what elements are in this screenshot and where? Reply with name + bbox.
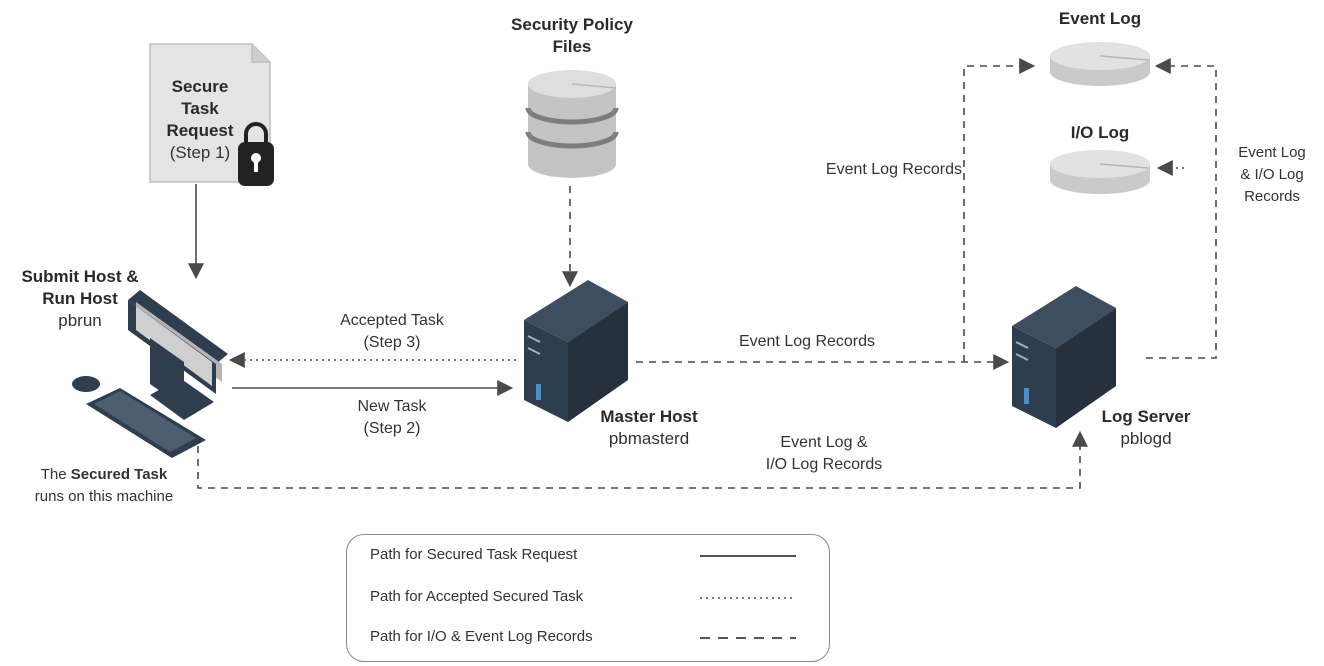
- policy-files-title1: Security Policy: [511, 15, 633, 34]
- request-label: Secure Task Request (Step 1): [150, 76, 250, 164]
- request-line1: Secure: [171, 77, 229, 96]
- submit-to-log-line1: Event Log &: [780, 434, 868, 451]
- log-to-io-log-line2: & I/O Log: [1240, 166, 1304, 183]
- event-log-disk-icon: [1050, 42, 1150, 86]
- new-task-label: New Task (Step 2): [312, 396, 472, 440]
- legend-item-solid: Path for Secured Task Request: [370, 546, 578, 563]
- secured-task-note: The Secured Task runs on this machine: [4, 464, 204, 508]
- request-line3: Request: [166, 121, 234, 140]
- request-line2: Task: [181, 99, 219, 118]
- secured-task-note-bold: Secured Task: [70, 466, 168, 483]
- submit-to-log-line2: I/O Log Records: [765, 456, 883, 473]
- policy-files-label: Security Policy Files: [482, 14, 662, 58]
- log-server-icon: [1012, 286, 1116, 428]
- io-log-title: I/O Log: [1070, 123, 1130, 142]
- submit-to-log-line: [197, 430, 1088, 489]
- accepted-task-line1: Accepted Task: [340, 312, 444, 329]
- master-server-icon: [524, 280, 628, 422]
- request-step: (Step 1): [169, 143, 231, 162]
- master-host-subtitle: pbmasterd: [608, 429, 690, 448]
- master-host-label: Master Host pbmasterd: [584, 406, 714, 450]
- policy-files-title2: Files: [552, 37, 592, 56]
- log-server-subtitle: pblogd: [1120, 429, 1172, 448]
- legend-item-dashed: Path for I/O & Event Log Records: [370, 628, 593, 645]
- master-host-title: Master Host: [600, 407, 698, 426]
- log-to-io-log-line1: Event Log: [1238, 144, 1306, 161]
- log-to-event-log-label: Event Log Records: [825, 161, 962, 178]
- log-server-label: Log Server pblogd: [1086, 406, 1206, 450]
- submit-host-label: Submit Host & Run Host pbrun: [0, 266, 160, 332]
- submit-host-title2: Run Host: [42, 289, 118, 308]
- log-to-event-log-line: [963, 58, 1036, 362]
- io-log-disk-icon: [1050, 150, 1150, 194]
- accepted-task-line2: (Step 3): [363, 334, 421, 351]
- legend: [346, 534, 830, 662]
- new-task-line2: (Step 2): [363, 420, 421, 437]
- log-server-title: Log Server: [1101, 407, 1191, 426]
- workstation-icon: [72, 290, 228, 458]
- log-server-right-line: [1146, 58, 1217, 359]
- new-task-line1: New Task: [357, 398, 427, 415]
- legend-item-dotted: Path for Accepted Secured Task: [370, 588, 584, 605]
- submit-host-title1: Submit Host &: [21, 267, 139, 286]
- secured-task-note-line1: The Secured Task: [4, 464, 204, 486]
- submit-host-subtitle: pbrun: [58, 311, 102, 330]
- submit-to-log-label: Event Log & I/O Log Records: [724, 432, 924, 476]
- master-to-log-label: Event Log Records: [738, 333, 876, 350]
- lock-icon: [238, 122, 274, 186]
- accepted-task-label: Accepted Task (Step 3): [312, 310, 472, 354]
- secured-task-note-line2: runs on this machine: [34, 488, 174, 505]
- log-to-io-log-label: Event Log & I/O Log Records: [1222, 142, 1322, 208]
- event-log-title: Event Log: [1058, 9, 1142, 28]
- database-icon: [525, 70, 619, 178]
- secured-task-note-pre: The: [40, 466, 71, 483]
- log-to-io-log-line3: Records: [1244, 188, 1300, 205]
